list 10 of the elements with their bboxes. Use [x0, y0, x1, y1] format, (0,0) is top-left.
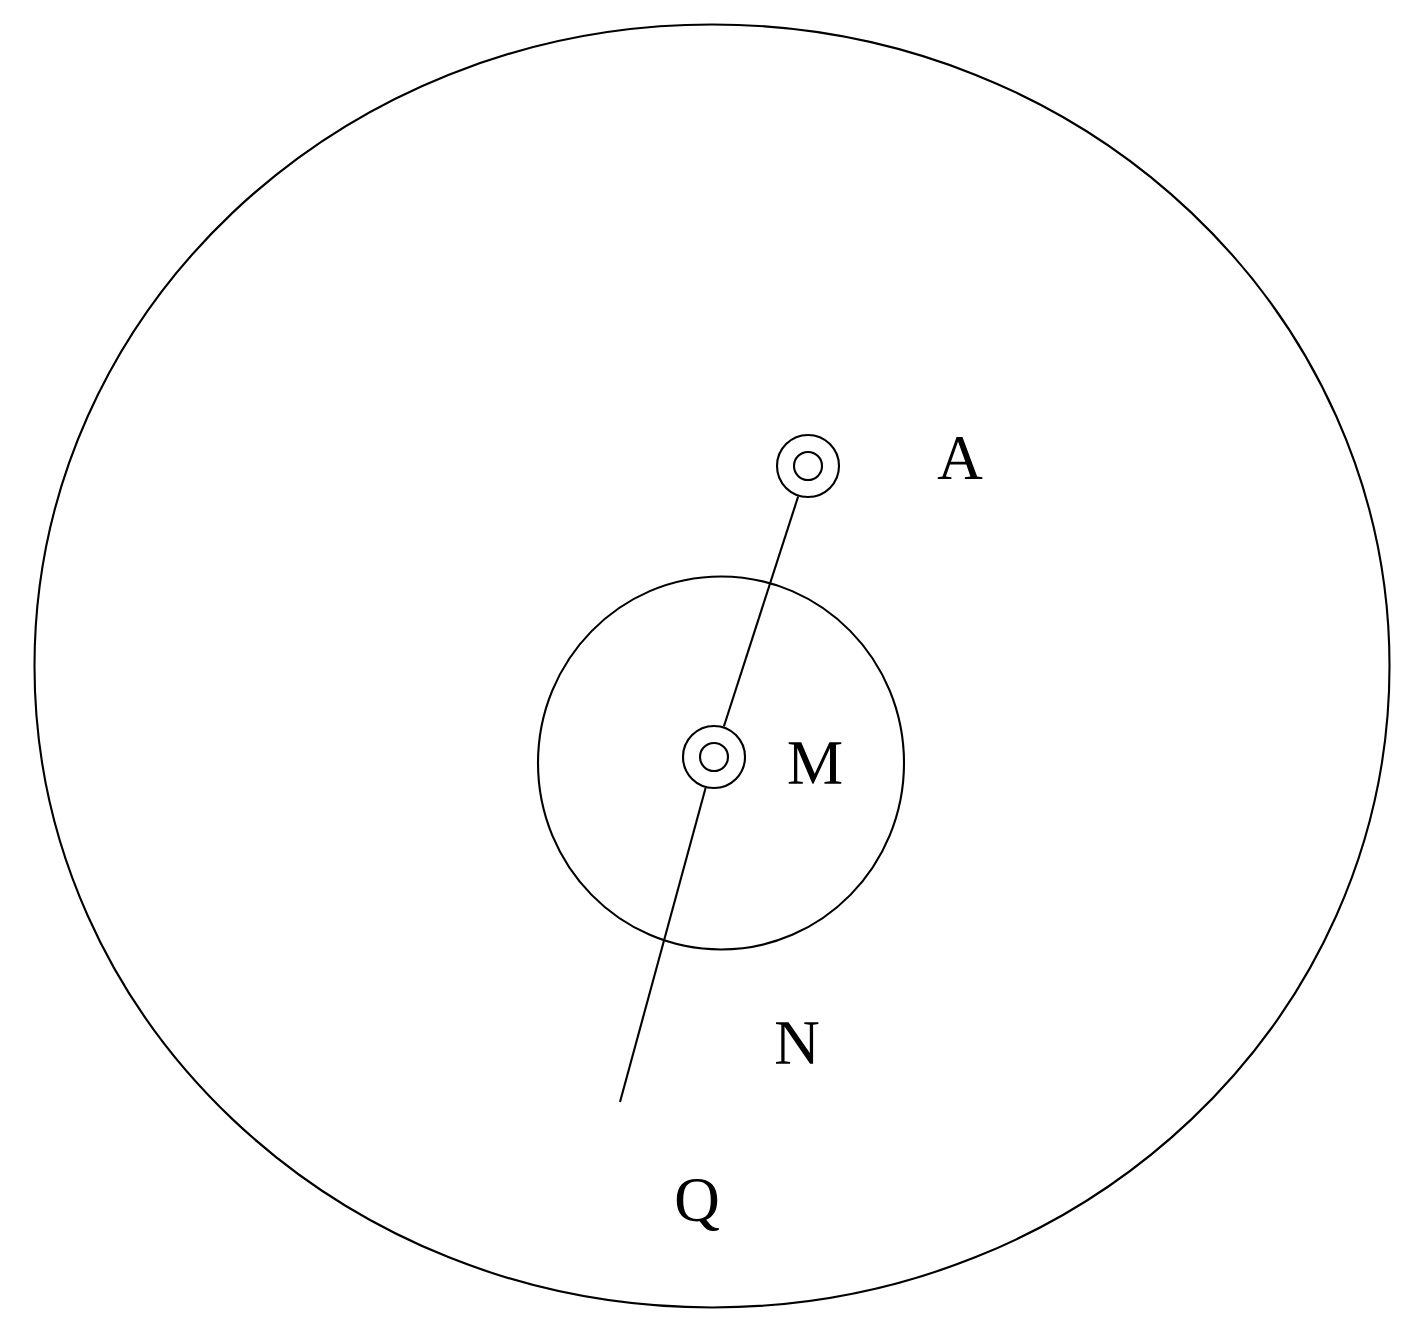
point-label: A [937, 437, 983, 479]
double-circle-marker [775, 433, 841, 499]
double-circle-marker [681, 724, 747, 790]
circle-outline [33, 23, 1391, 1309]
circle-outline [536, 575, 906, 951]
region-label: N [776, 1022, 819, 1064]
line [619, 787, 707, 1103]
region-label: Q [676, 1178, 719, 1232]
line [722, 496, 800, 727]
point-label: M [788, 742, 842, 784]
